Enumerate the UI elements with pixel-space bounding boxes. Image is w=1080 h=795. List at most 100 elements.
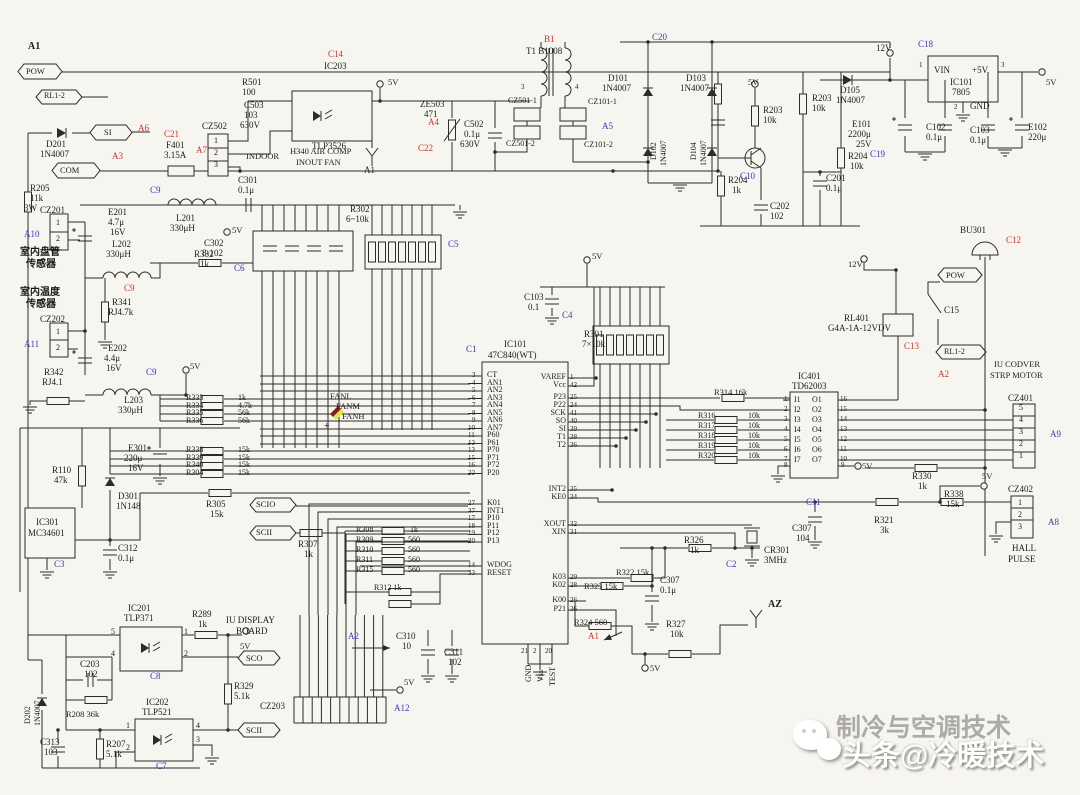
label-r308: R308	[356, 525, 374, 534]
label-tlp3526: TLP3526	[312, 141, 347, 151]
label-c311: C311	[444, 647, 464, 657]
label-l202: L202	[112, 239, 131, 249]
label-i2: I2	[794, 405, 801, 414]
label-r207: R207	[106, 739, 126, 749]
label-a1: A1	[588, 631, 599, 641]
label-1: 1	[919, 61, 923, 69]
label-16: 16	[840, 395, 847, 403]
label-r318: R318	[698, 431, 716, 440]
label-3: 3	[1019, 427, 1023, 436]
label-cz501-2: CZ501-2	[506, 139, 535, 148]
label-1k: 1k	[198, 619, 207, 629]
label-3mhz: 3MHz	[764, 555, 787, 565]
label-330-h: 330μH	[118, 405, 143, 415]
label-r327: R327	[666, 619, 686, 629]
label-5: 5	[1019, 403, 1023, 412]
label-15k: 15k	[238, 453, 250, 462]
label-c503: C503	[244, 100, 264, 110]
label-c203: C203	[80, 659, 100, 669]
label-k02: K02	[552, 580, 566, 589]
label-15: 15	[468, 453, 475, 462]
label-1: 1	[56, 218, 60, 227]
label-d104: D104	[689, 142, 698, 160]
label-15k: 15k	[238, 468, 250, 477]
label-27: 27	[468, 499, 475, 507]
label-az: AZ	[768, 599, 782, 610]
label-pulse: PULSE	[1008, 554, 1036, 564]
label-20: 20	[468, 537, 475, 545]
label-p60: P60	[487, 430, 500, 439]
label-3: 3	[1018, 522, 1022, 531]
label-ct: CT	[487, 370, 498, 379]
label-330-h: 330μH	[170, 223, 195, 233]
label-cz101-1: CZ101-1	[588, 97, 617, 106]
label-18: 18	[468, 521, 475, 530]
label-o5: O5	[812, 435, 822, 444]
label-2: 2	[126, 743, 130, 752]
label-r336: R336	[186, 416, 204, 425]
label-3: 3	[214, 160, 218, 169]
label-1: 1	[56, 327, 60, 336]
label-d105: D105	[840, 85, 860, 95]
label-scii: SCII	[256, 527, 273, 537]
label-9: 9	[841, 461, 845, 469]
watermark-back: 制冷与空调技术	[836, 714, 1012, 742]
label-1: 1	[1019, 451, 1023, 460]
label-i7: I7	[794, 455, 801, 464]
label-10k: 10k	[748, 421, 760, 430]
label-o4: O4	[812, 425, 822, 434]
label-an3: AN3	[487, 392, 503, 402]
label-board: BOARD	[236, 626, 268, 636]
label-strp-motor: STRP MOTOR	[990, 370, 1043, 380]
label-3: 3	[784, 415, 788, 423]
label-5v: 5V	[982, 471, 993, 481]
label-47k: 47k	[54, 475, 68, 485]
label-k03: K03	[552, 572, 566, 581]
label-1: 1	[784, 395, 788, 403]
label-1n4007: 1N4007	[33, 700, 42, 726]
label-c9: C9	[146, 367, 157, 377]
label-i4: I4	[794, 425, 801, 434]
label-p20: P20	[487, 467, 500, 477]
label-r208-36k: R208 36k	[66, 709, 100, 719]
label-vss: Vss	[536, 669, 545, 682]
label-2200: 2200μ	[848, 129, 871, 139]
label-c21: C21	[164, 129, 180, 139]
label-17: 17	[468, 514, 475, 523]
label-hall: HALL	[1012, 543, 1036, 553]
label-p70: P70	[487, 445, 500, 454]
label-32: 32	[570, 520, 577, 528]
label-txt-18: 室内盘管	[20, 247, 60, 258]
label-ic202: IC202	[146, 697, 169, 707]
label-2: 2	[56, 343, 60, 352]
label-11: 11	[468, 431, 475, 439]
label-5v: +5V	[972, 65, 989, 75]
label-2: 2	[954, 103, 958, 111]
label-7805: 7805	[952, 87, 970, 97]
label-a4: A4	[428, 117, 439, 127]
label-10k: 10k	[748, 451, 760, 460]
label-15k: 15k	[238, 460, 250, 469]
label-ke0: KE0	[551, 492, 566, 501]
label-ze503: ZE503	[420, 99, 445, 109]
label-c7: C7	[156, 761, 167, 771]
label-an6: AN6	[487, 415, 503, 424]
label-c8: C8	[150, 671, 161, 681]
label-d201: D201	[46, 139, 66, 149]
label-2: 2	[533, 647, 537, 655]
label-si: SI	[558, 424, 566, 433]
label-e102: E102	[1028, 122, 1047, 132]
label-5v: 5V	[240, 641, 251, 651]
label-r316: R316	[698, 411, 716, 420]
label-c13: C13	[904, 341, 920, 351]
label-1: 1	[214, 136, 218, 145]
label-r204: R204	[848, 151, 868, 161]
label-t2: T2	[557, 440, 566, 449]
label-a5: A5	[602, 121, 613, 131]
label-p13: P13	[487, 536, 500, 545]
label-t1-b1008: T1 B1008	[526, 46, 563, 56]
label-xout: XOUT	[543, 519, 566, 528]
label-56k: 56k	[238, 416, 250, 425]
label-c103: C103	[524, 292, 544, 302]
label-l203: L203	[124, 395, 143, 405]
